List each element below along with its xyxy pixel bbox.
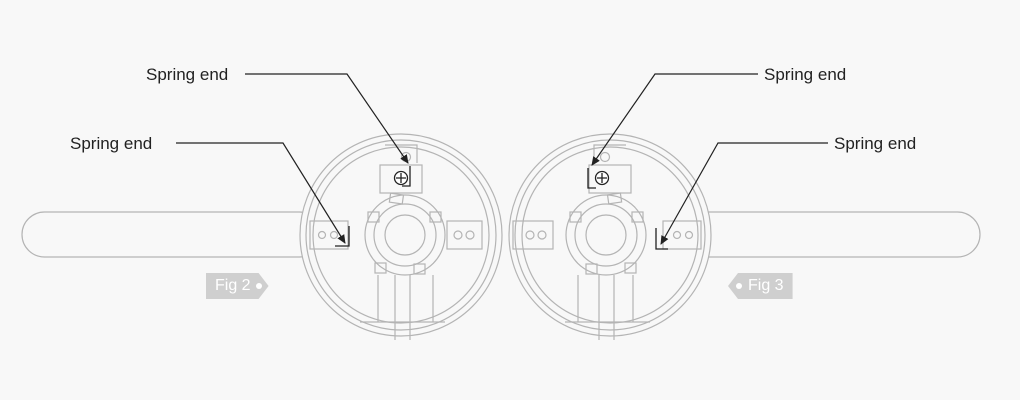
fig3-right-label: Spring end — [834, 134, 917, 153]
fig3-top-leader — [591, 73, 758, 166]
fig3-spring-end-top — [587, 168, 596, 189]
fig2-spring-end-left — [335, 226, 350, 247]
fig2-tag-dot-icon — [256, 283, 262, 289]
fig3-rose-outer — [508, 133, 712, 337]
fig3-tag-dot-icon — [736, 283, 742, 289]
fig2-tag-text: Fig 2 — [215, 277, 251, 294]
fig3-top-label: Spring end — [764, 65, 847, 84]
fig2-spring-end-top — [402, 166, 411, 187]
fig3-tag: Fig 3 — [728, 273, 793, 299]
fig2-lever-handle — [21, 211, 323, 258]
fig2-left-label: Spring end — [70, 134, 153, 153]
fig3-tag-text: Fig 3 — [748, 277, 784, 294]
fig2-top-label: Spring end — [146, 65, 229, 84]
fig2-cam — [364, 194, 446, 276]
fig3-cam — [565, 194, 647, 276]
fig3-right-leader — [660, 142, 828, 245]
fig2-top-leader — [245, 73, 409, 164]
fig3-lever-handle — [679, 211, 981, 258]
fig2-left-leader — [176, 142, 346, 244]
fig2-rose-outer — [299, 133, 503, 337]
fig2-tag: Fig 2 — [206, 273, 269, 299]
fig3-drawing — [508, 133, 981, 340]
fig3-spring-end-right — [655, 228, 668, 250]
fig2-drawing — [21, 133, 503, 340]
